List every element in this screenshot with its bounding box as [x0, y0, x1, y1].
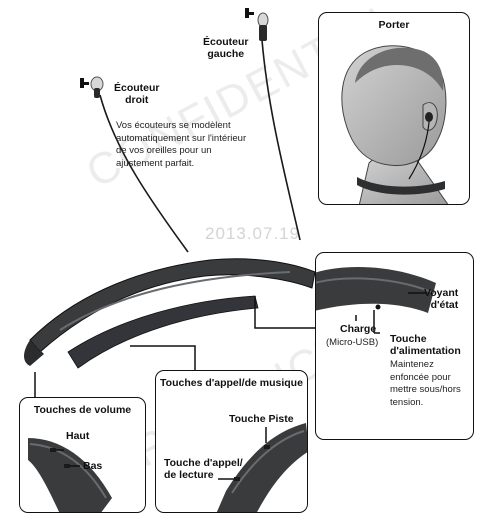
- cable-right: [99, 94, 189, 253]
- track-key-label: Touche Piste: [229, 413, 294, 425]
- wear-panel: Porter: [318, 12, 470, 205]
- leader-status: [254, 296, 318, 329]
- volume-panel-title: Touches de volume: [33, 404, 132, 416]
- watermark-date: 2013.07.19: [205, 224, 301, 243]
- earbud-left: [245, 8, 269, 41]
- power-label: Touche d'alimentation: [390, 333, 461, 357]
- neckband-highlight: [59, 271, 291, 331]
- volume-up-label: Haut: [66, 430, 90, 442]
- call-keys-illustration: [216, 423, 307, 512]
- volume-panel: Touches de volume Haut Bas: [19, 397, 146, 513]
- neckband: [29, 258, 316, 353]
- head-wearing-illustration: [341, 45, 449, 204]
- fit-description: Vos écouteurs se modèlent automatiquemen…: [116, 120, 247, 169]
- volume-down-label: Bas: [83, 460, 103, 472]
- status-panel: Voyant d'état Charge (Micro-USB) Touche …: [315, 252, 474, 440]
- power-description: Maintenez enfoncée pour mettre sous/hors…: [390, 359, 461, 408]
- neckband-arm-left: [24, 340, 44, 366]
- call-panel-title: Touches d'appel/de musique: [160, 377, 303, 389]
- neckband-arm-right: [67, 295, 259, 369]
- charge-label: Charge: [340, 323, 377, 335]
- earbud-right: [80, 76, 104, 98]
- cable-left: [261, 39, 301, 241]
- call-play-key-label: Touche d'appel/ de lecture: [164, 457, 243, 481]
- leader-call: [130, 345, 196, 370]
- call-panel: Touches d'appel/de musique Touche Piste …: [155, 370, 308, 513]
- neckband-closeup-illustration: [316, 267, 436, 334]
- charge-sublabel: (Micro-USB): [326, 337, 379, 348]
- led-label: Voyant d'état: [424, 287, 459, 311]
- volume-keys-illustration: [28, 438, 112, 512]
- wear-panel-title: Porter: [378, 19, 410, 31]
- earbud-right-label: Écouteur droit: [114, 82, 160, 106]
- earbud-left-label: Écouteur gauche: [203, 36, 249, 60]
